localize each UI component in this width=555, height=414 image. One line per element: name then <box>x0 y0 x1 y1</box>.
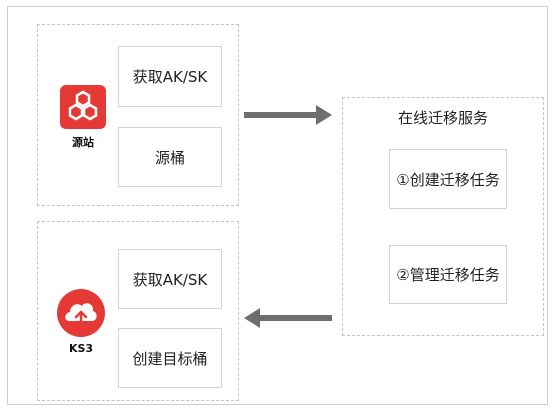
arrow-left-icon <box>244 308 332 328</box>
source-logo-label: 源站 <box>72 136 94 149</box>
arrow-right-icon <box>244 105 332 125</box>
diagram-frame <box>7 6 548 405</box>
target-create-bucket-box: 创建目标桶 <box>118 328 222 388</box>
create-task-box: ①创建迁移任务 <box>389 149 507 209</box>
manage-task-box: ②管理迁移任务 <box>389 245 507 304</box>
source-get-aksk-box: 获取AK/SK <box>118 46 222 107</box>
source-logo-icon <box>60 85 106 129</box>
source-bucket-box: 源桶 <box>118 127 222 187</box>
service-title: 在线迁移服务 <box>397 109 488 127</box>
target-logo-label: KS3 <box>68 342 94 355</box>
target-logo-icon <box>56 288 106 338</box>
target-get-aksk-box: 获取AK/SK <box>118 249 222 309</box>
